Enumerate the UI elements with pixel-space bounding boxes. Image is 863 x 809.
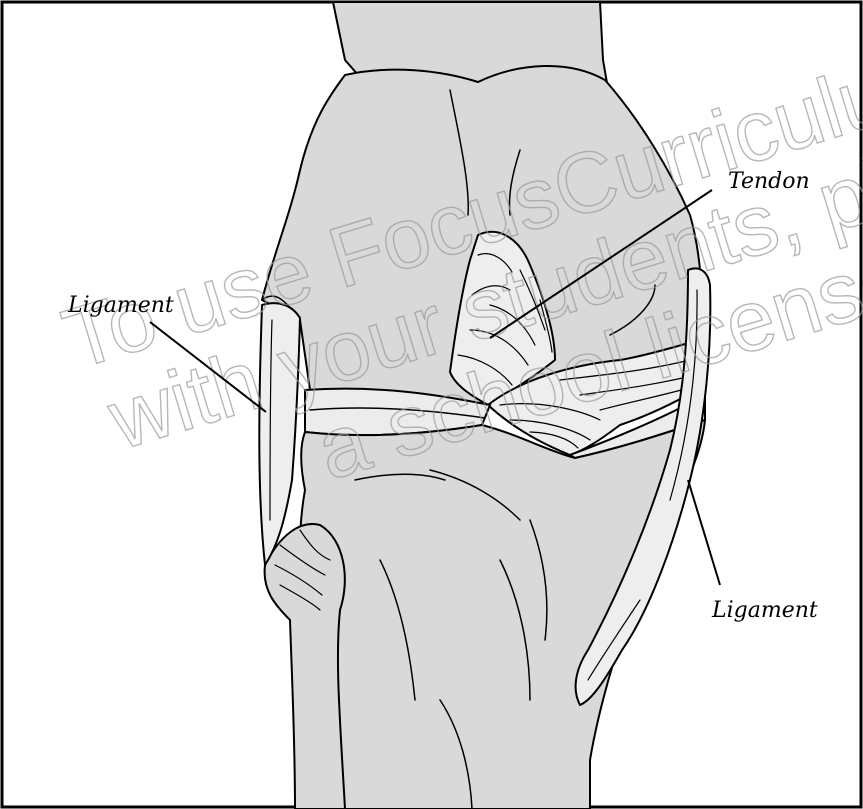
right-ligament-leader-line [688,480,720,585]
tendon-label: Tendon [728,169,810,194]
right-ligament-label: Ligament [711,598,818,623]
fibula [265,524,345,809]
left-ligament-label: Ligament [67,293,174,318]
